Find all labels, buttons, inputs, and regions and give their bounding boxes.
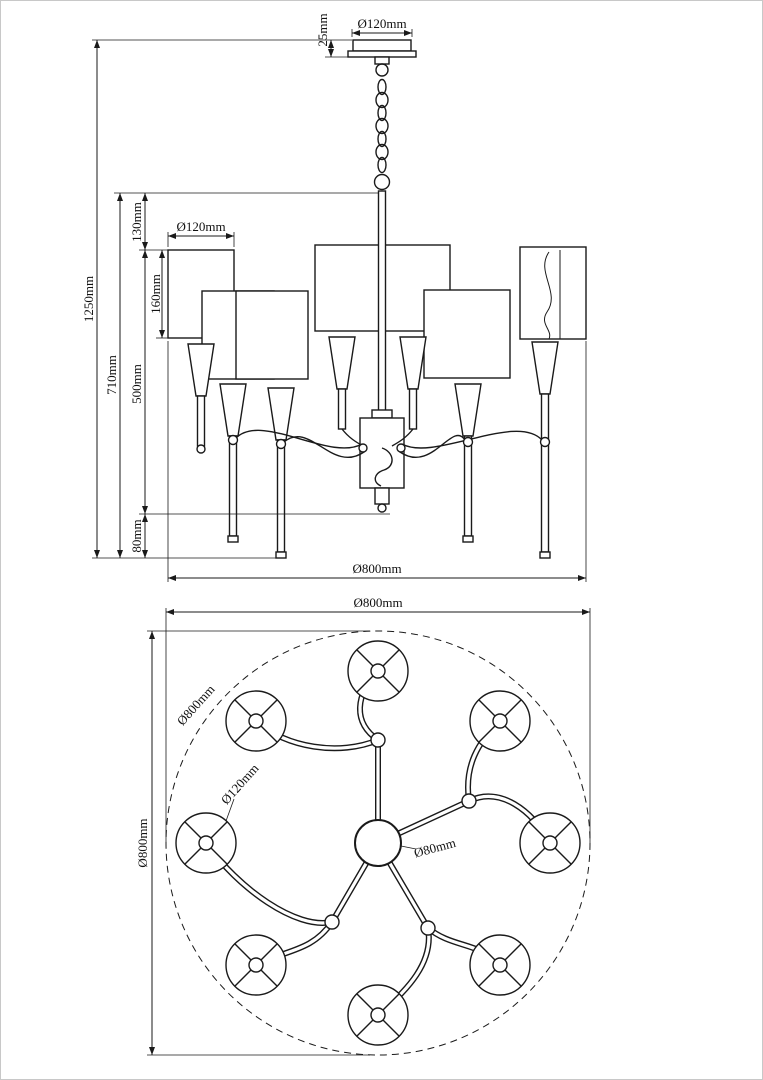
shade-back-center-left [314, 244, 384, 332]
plan-shade-diameter-label: Ø120mm [218, 761, 262, 808]
arm-joint [370, 732, 386, 748]
stem-cap [227, 535, 239, 543]
arm-joint [420, 920, 436, 936]
dim-canopy-height: 25mm [315, 13, 349, 58]
arm [401, 430, 543, 449]
dim-total-height-label: 1250mm [81, 276, 96, 322]
stem [276, 439, 286, 553]
stem [196, 395, 206, 447]
dim-canopy-diameter: Ø120mm [351, 16, 413, 37]
plan-center-hub [354, 819, 402, 867]
label-plan-shade-diameter: Ø120mm [218, 761, 262, 822]
shade-top-view [519, 812, 581, 874]
dim-fixture-height: 710mm [104, 192, 378, 558]
dim-plan-height: Ø800mm [135, 630, 370, 1056]
canopy-body [352, 39, 412, 52]
dim-top-offset: 130mm [129, 193, 168, 251]
shade-top-view [347, 640, 409, 702]
center-rod [377, 190, 387, 421]
stem [463, 435, 473, 537]
center-body [359, 417, 405, 489]
cone [531, 341, 559, 395]
body-finial-ball [377, 503, 387, 513]
shade-front-left-2 [235, 290, 309, 380]
stem [337, 388, 347, 430]
shade-top-view [347, 984, 409, 1046]
dim-shade-diameter: Ø120mm [167, 219, 235, 247]
stem-cap [275, 551, 287, 559]
dim-top-offset-label: 130mm [129, 202, 144, 242]
stem-cap [539, 551, 551, 559]
candle-cones [187, 336, 559, 441]
canopy-plate [347, 50, 417, 58]
shade-top-view [175, 812, 237, 874]
stem [228, 435, 238, 537]
stem [408, 388, 418, 430]
body-lower-stem [374, 487, 390, 505]
label-plan-hub-diameter: Ø80mm [400, 835, 457, 861]
cone [219, 383, 247, 437]
arm-ball [358, 443, 368, 453]
dim-body-drop-label: 500mm [129, 364, 144, 404]
shade-back-right [519, 246, 587, 340]
stem-cap [462, 535, 474, 543]
arm [391, 428, 414, 447]
cone [187, 343, 215, 397]
arm-ball [396, 443, 406, 453]
plan-hub-diameter-label: Ø80mm [412, 835, 457, 861]
chain-ring [373, 173, 391, 191]
shade-top-view [225, 690, 287, 752]
dim-body-drop: 500mm [129, 250, 390, 515]
plan-outline-diameter-label: Ø800mm [174, 682, 218, 729]
cone [399, 336, 427, 390]
arm-ball [462, 436, 474, 448]
dim-plan-width: Ø800mm [165, 595, 591, 843]
shade-top-view [225, 934, 287, 996]
arm-joint [324, 914, 340, 930]
lamp-shades-elevation [167, 244, 587, 380]
arm-joint [461, 793, 477, 809]
body-hook-detail [374, 447, 393, 487]
arm-ball [539, 436, 551, 448]
center-column [359, 190, 405, 513]
dim-bottom-stem: 80mm [129, 514, 148, 558]
dim-canopy-diameter-label: Ø120mm [357, 16, 406, 31]
arm-ball [196, 444, 206, 454]
dim-shade-diameter-label: Ø120mm [176, 219, 225, 234]
label-plan-outline-diameter: Ø800mm [174, 682, 218, 729]
arm-ball [275, 438, 287, 450]
cone [454, 383, 482, 437]
dim-overall-width-label: Ø800mm [352, 561, 401, 576]
canopy-loop [375, 63, 389, 77]
dim-plan-height-label: Ø800mm [135, 818, 150, 867]
shade-front-right [423, 289, 511, 379]
body-flange [371, 409, 393, 419]
dim-overall-width: Ø800mm [167, 341, 587, 582]
canopy-neck [374, 56, 390, 65]
dim-bottom-stem-label: 80mm [129, 519, 144, 552]
canopy [347, 39, 417, 77]
shade-top-view [469, 690, 531, 752]
dim-canopy-height-label: 25mm [315, 13, 330, 46]
dim-total-height: 1250mm [81, 39, 352, 559]
chain [373, 78, 391, 191]
arm-ball [227, 434, 239, 446]
arms-elevation [196, 428, 551, 459]
dim-plan-width-label: Ø800mm [353, 595, 402, 610]
arm [235, 429, 363, 449]
dim-fixture-height-label: 710mm [104, 355, 119, 395]
dim-shade-height-label: 160mm [148, 274, 163, 314]
plan-view: Ø800mm Ø800mm Ø800mm Ø120mm Ø80mm [135, 595, 591, 1056]
dim-shade-height: 160mm [148, 250, 168, 339]
cone [328, 336, 356, 390]
elevation-view: 1250mm 710mm 130mm 160mm 500mm 80mm [81, 13, 587, 582]
shade-top-view [469, 934, 531, 996]
stem [540, 393, 550, 553]
shade-right-arm-detail [544, 251, 552, 340]
